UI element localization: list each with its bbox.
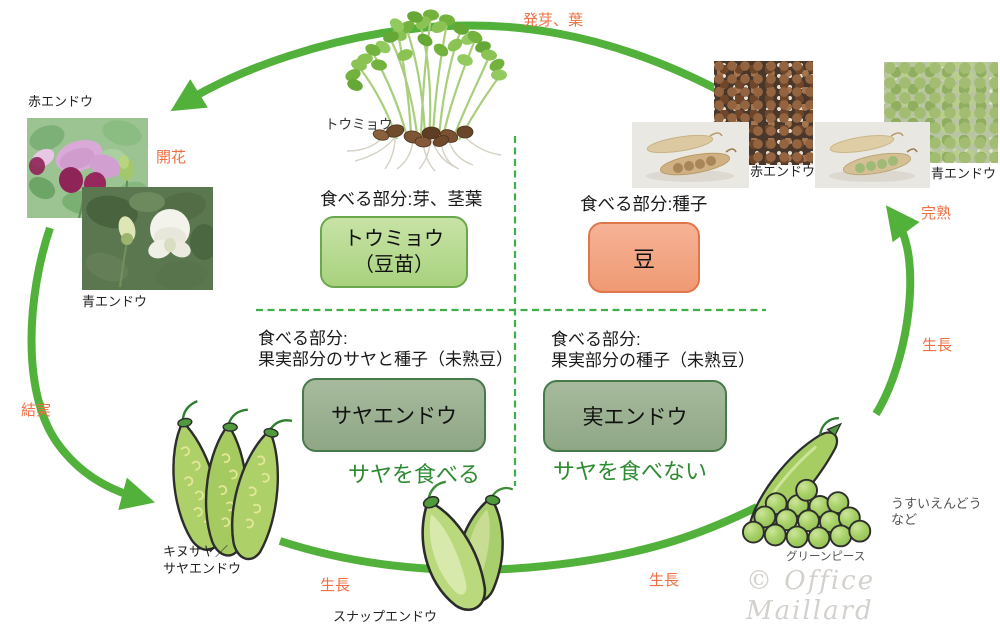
red-pea-seeds-photo — [714, 61, 813, 165]
label-germination: 発芽、葉 — [523, 12, 584, 29]
label-snap: スナップエンドウ — [333, 609, 438, 624]
label-ripening: 完熟 — [921, 205, 952, 222]
usui-line1: うすいえんどう — [891, 496, 982, 511]
arrow-ripening — [872, 205, 920, 417]
bean-box: 豆 — [588, 222, 700, 293]
quadrant-dividers — [256, 136, 766, 486]
tomyo-box: トウミョウ （豆苗） — [320, 216, 468, 288]
arc-growth-bottom — [278, 503, 759, 574]
label-greenpeas: グリーンピース — [786, 551, 866, 563]
saya-box-label: サヤエンドウ — [331, 405, 457, 428]
eat-saya-line1: 食べる部分: — [258, 329, 348, 348]
note-eat-pod: サヤを食べる — [348, 462, 481, 487]
sprout-leaves — [345, 9, 507, 91]
label-kinusaya: キヌサヤ／ サヤエンドウ — [163, 543, 241, 577]
label-green-seeds: 青エンドウ — [931, 166, 997, 181]
green-peas-illustration — [741, 416, 872, 550]
sprout-seeds — [372, 124, 474, 148]
label-eat-sprout: 食べる部分:芽、茎葉 — [320, 189, 483, 209]
note-no-eat-pod: サヤを食べない — [553, 459, 708, 484]
kinusaya-line1: キヌサヤ／ — [163, 544, 229, 559]
label-flowering: 開花 — [156, 149, 187, 166]
pea-pile — [741, 478, 872, 550]
eat-mi-line2: 果実部分の種子（未熟豆） — [551, 351, 755, 370]
label-eat-mi: 食べる部分: 果実部分の種子（未熟豆） — [551, 329, 755, 371]
white-pea-flower-photo — [82, 187, 213, 290]
sprouts-illustration — [345, 9, 507, 172]
snap-pea-illustration — [421, 480, 514, 612]
label-red-seeds: 赤エンドウ — [750, 164, 816, 179]
green-pea-pods-photo — [815, 122, 930, 188]
mi-box-label: 実エンドウ — [582, 406, 688, 429]
label-usui: うすいえんどう など — [891, 496, 982, 528]
tomyo-box-line1: トウミョウ — [344, 228, 444, 250]
label-fruiting: 結実 — [21, 402, 52, 419]
mi-endou-box: 実エンドウ — [543, 380, 727, 452]
label-eat-saya: 食べる部分: 果実部分のサヤと種子（未熟豆） — [258, 328, 513, 370]
label-sprout-caption: トウミョウ — [325, 117, 393, 132]
eat-mi-line1: 食べる部分: — [551, 330, 641, 349]
arrow-germination — [170, 21, 724, 112]
bean-box-label: 豆 — [632, 246, 655, 272]
watermark: © Office Maillard — [746, 566, 876, 626]
green-pea-seeds-photo — [884, 62, 998, 163]
saya-endou-box: サヤエンドウ — [302, 378, 486, 452]
label-white-flower: 青エンドウ — [82, 294, 148, 309]
label-red-flower: 赤エンドウ — [28, 94, 94, 109]
tomyo-box-line2: （豆苗） — [354, 254, 434, 276]
label-growth-left: 生長 — [320, 577, 351, 594]
kinusaya-illustration — [172, 400, 293, 561]
eat-saya-line2: 果実部分のサヤと種子（未熟豆） — [258, 350, 513, 369]
usui-line2: など — [891, 512, 918, 527]
label-eat-bean: 食べる部分:種子 — [580, 194, 708, 214]
kinusaya-line2: サヤエンドウ — [163, 561, 242, 576]
label-growth-right: 生長 — [649, 572, 680, 589]
label-growth-side: 生長 — [922, 337, 953, 354]
red-pea-pods-photo — [632, 122, 749, 188]
arrow-fruiting — [27, 226, 155, 511]
